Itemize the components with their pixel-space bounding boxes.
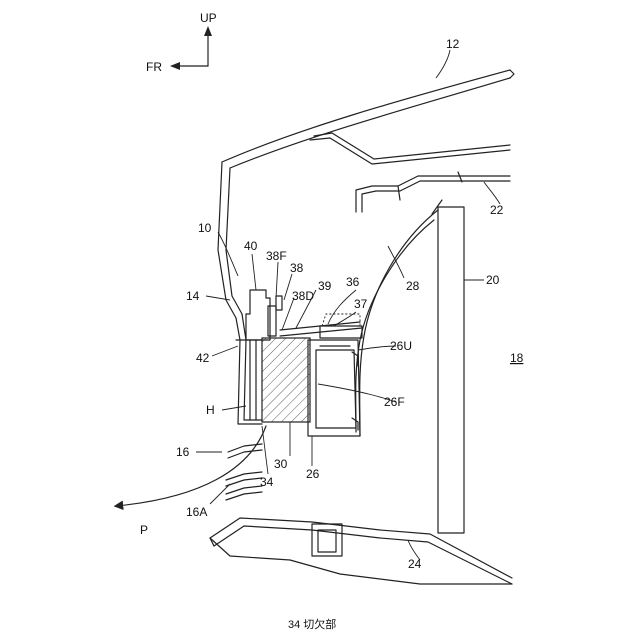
ref-39: 39 — [318, 279, 332, 293]
ref-14: 14 — [186, 289, 200, 303]
ref-38F: 38F — [266, 249, 287, 263]
bracket-22 — [356, 172, 510, 212]
ref-40: 40 — [244, 239, 258, 253]
hood-panel — [218, 70, 514, 318]
frame-26 — [308, 340, 360, 436]
ref-22: 22 — [490, 203, 504, 217]
ref-16A: 16A — [186, 505, 207, 519]
ref-34: 34 — [260, 475, 274, 489]
reference-labels: 12 22 10 40 38F 38 39 36 38D 37 14 28 20… — [140, 37, 524, 571]
caption: 34 切欠部 — [288, 617, 336, 631]
ref-36: 36 — [346, 275, 360, 289]
ref-28: 28 — [406, 279, 420, 293]
ref-26: 26 — [306, 467, 320, 481]
bracket-40 — [246, 290, 282, 340]
upper-inner-member — [310, 133, 510, 164]
ref-38: 38 — [290, 261, 304, 275]
ref-P: P — [140, 523, 148, 537]
ref-12: 12 — [446, 37, 460, 51]
up-arrowhead — [204, 26, 212, 36]
block-30 — [262, 338, 310, 422]
ref-26F: 26F — [384, 395, 405, 409]
ref-10: 10 — [198, 221, 212, 235]
ref-20: 20 — [486, 273, 500, 287]
ref-26U: 26U — [390, 339, 412, 353]
ref-18: 18 — [510, 351, 524, 365]
label-up: UP — [200, 11, 217, 25]
ref-H: H — [206, 403, 215, 417]
label-front: FR — [146, 60, 162, 74]
ref-24: 24 — [408, 557, 422, 571]
grille-16 — [226, 444, 262, 500]
ref-37: 37 — [354, 297, 368, 311]
lower-panel-24 — [210, 518, 512, 584]
radiator-20 — [438, 207, 464, 533]
ref-30: 30 — [274, 457, 288, 471]
ref-38D: 38D — [292, 289, 314, 303]
ref-16: 16 — [176, 445, 190, 459]
front-arrowhead — [170, 62, 180, 70]
ref-42: 42 — [196, 351, 210, 365]
plate-38 — [280, 314, 362, 338]
housing-h — [236, 314, 262, 424]
orientation-indicator: UP FR — [146, 11, 217, 74]
